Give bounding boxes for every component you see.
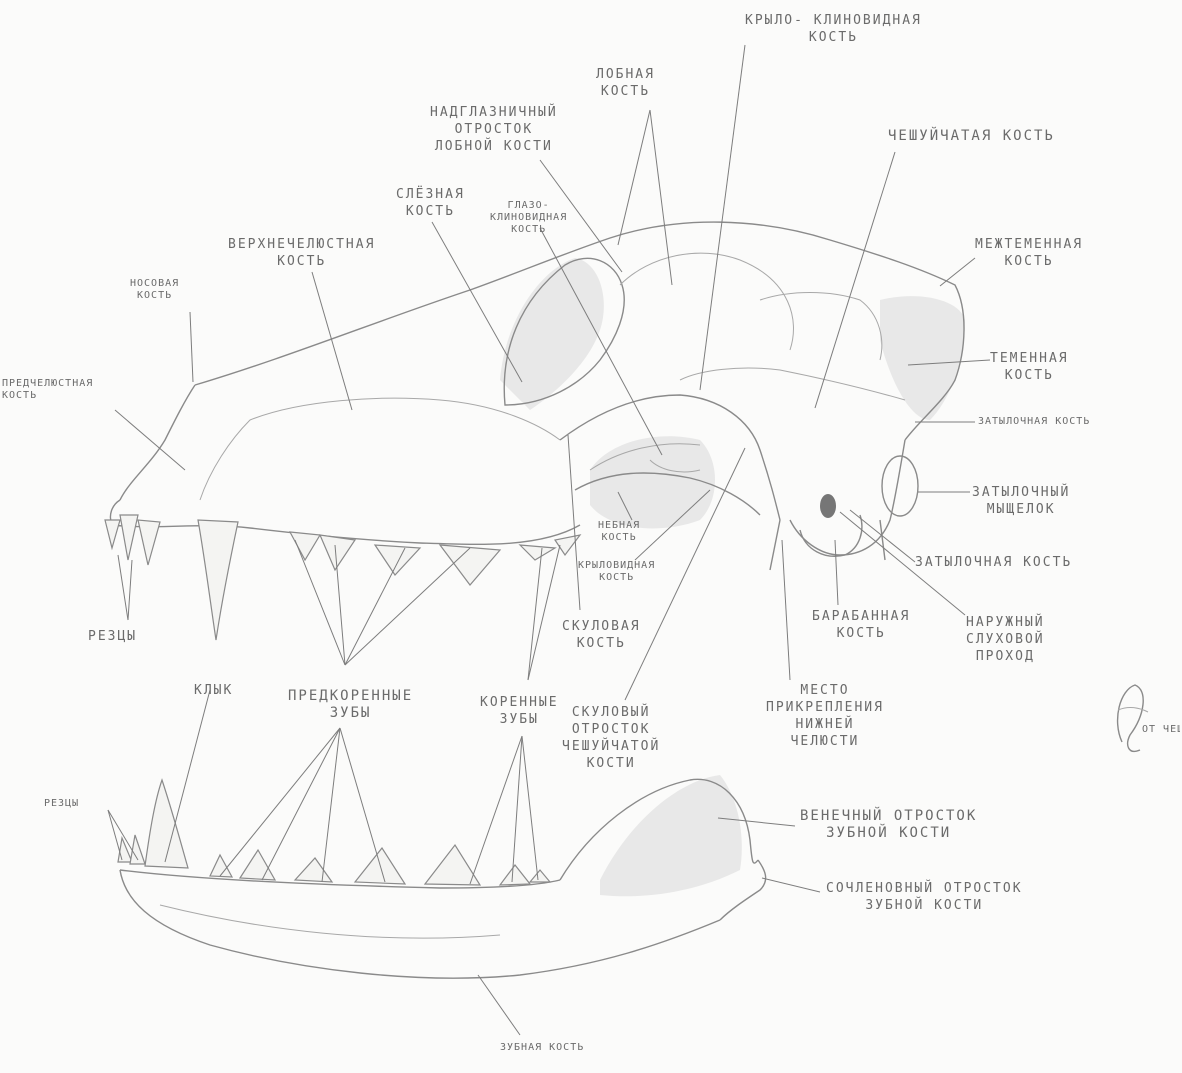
label-coronoid-process: ВЕНЕЧНЫЙ ОТРОСТОК ЗУБНОЙ КОСТИ [800, 808, 977, 842]
label-interparietal-bone: МЕЖТЕМЕННАЯ КОСТЬ [975, 236, 1083, 270]
label-upper-incisors: РЕЗЦЫ [88, 628, 137, 645]
label-occipital-bone-lower: ЗАТЫЛОЧНАЯ КОСТЬ [915, 554, 1072, 571]
label-maxilla-bone: ВЕРХНЕЧЕЛЮСТНАЯ КОСТЬ [228, 236, 375, 270]
label-pterygosphenoid-bone: КРЫЛО- КЛИНОВИДНАЯ КОСТЬ [745, 12, 922, 46]
label-lower-incisors: РЕЗЦЫ [44, 798, 79, 810]
label-condyloid-process: СОЧЛЕНОВНЫЙ ОТРОСТОК ЗУБНОЙ КОСТИ [826, 880, 1023, 914]
label-dentary-bone: ЗУБНАЯ КОСТЬ [500, 1042, 584, 1054]
label-occipital-condyle: ЗАТЫЛОЧНЫЙ МЫЩЕЛОК [972, 484, 1070, 518]
label-external-ear-canal: НАРУЖНЫЙ СЛУХОВОЙ ПРОХОД [966, 614, 1045, 665]
label-pterygoid-bone: КРЫЛОВИДНАЯ КОСТЬ [578, 560, 655, 584]
artist-signature [1118, 685, 1148, 751]
label-squamous-bone: ЧЕШУЙЧАТАЯ КОСТЬ [888, 128, 1055, 145]
label-palatine-bone: НЕБНАЯ КОСТЬ [598, 520, 640, 544]
label-parietal-bone: ТЕМЕННАЯ КОСТЬ [990, 350, 1069, 384]
cranium-outline [110, 222, 965, 570]
label-canine: КЛЫК [194, 682, 233, 699]
label-frontal-bone: ЛОБНАЯ КОСТЬ [596, 66, 655, 100]
upper-teeth [105, 515, 580, 640]
label-occipital-bone-upper: ЗАТЫЛОЧНАЯ КОСТЬ [978, 416, 1090, 428]
label-molars: КОРЕННЫЕ ЗУБЫ [480, 694, 559, 728]
label-lacrimal-bone: СЛЁЗНАЯ КОСТЬ [396, 186, 465, 220]
label-tympanic-bone: БАРАБАННАЯ КОСТЬ [812, 608, 910, 642]
signature-text: ОТ ЧЕШУ [1142, 724, 1180, 736]
label-orbitosphenoid-bone: ГЛАЗО- КЛИНОВИДНАЯ КОСТЬ [490, 200, 567, 236]
label-supraorbital-process: НАДГЛАЗНИЧНЫЙ ОТРОСТОК ЛОБНОЙ КОСТИ [430, 104, 558, 155]
label-premolars: ПРЕДКОРЕННЫЕ ЗУБЫ [288, 688, 413, 722]
label-zygomatic-bone: СКУЛОВАЯ КОСТЬ [562, 618, 641, 652]
label-zygomatic-process: СКУЛОВЫЙ ОТРОСТОК ЧЕШУЙЧАТОЙ КОСТИ [562, 704, 660, 772]
label-jaw-attachment: МЕСТО ПРИКРЕПЛЕНИЯ НИЖНЕЙ ЧЕЛЮСТИ [766, 682, 884, 750]
label-premaxilla-bone: ПРЕДЧЕЛЮСТНАЯ КОСТЬ [2, 378, 93, 402]
label-nasal-bone: НОСОВАЯ КОСТЬ [130, 278, 179, 302]
